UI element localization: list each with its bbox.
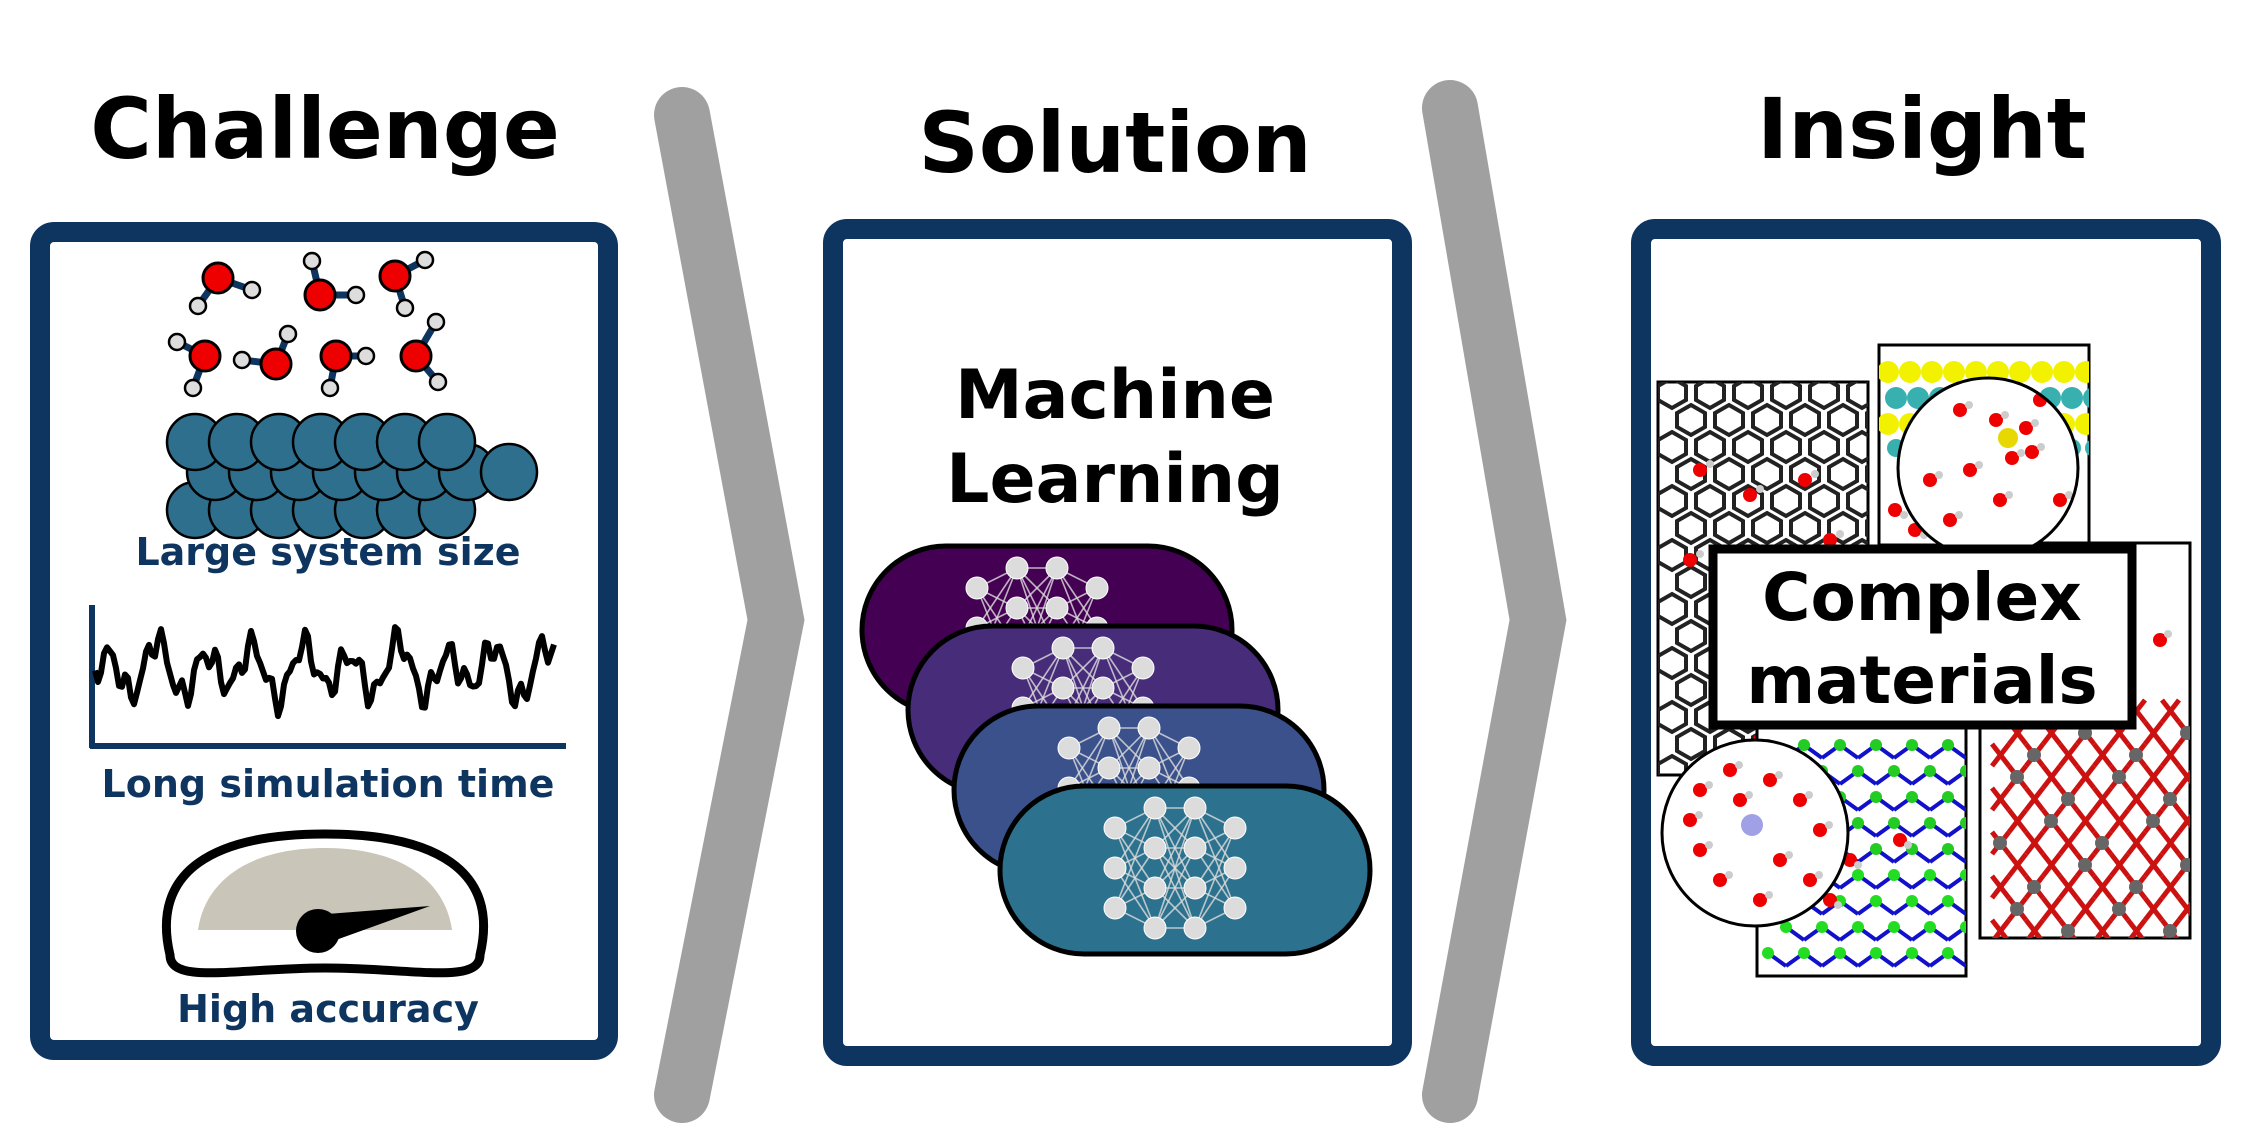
water-molecule-icon bbox=[378, 250, 435, 318]
complex-materials-box bbox=[1708, 544, 2137, 730]
water-molecule-icon bbox=[167, 332, 222, 398]
solvated-ion-circle-2 bbox=[1660, 738, 1850, 928]
challenge-panel: Challenge Large system size Long simulat… bbox=[30, 80, 618, 1060]
water-molecule-icon bbox=[232, 324, 298, 381]
solvated-ion-circle-1 bbox=[1896, 376, 2080, 560]
arrow-chevron-1 bbox=[654, 87, 805, 1123]
water-molecule-icon bbox=[399, 312, 448, 392]
solution-panel: Solution Machine Learning bbox=[823, 94, 1412, 1066]
water-molecule-icon bbox=[319, 339, 376, 398]
water-molecule-icon bbox=[188, 261, 262, 316]
insight-panel: Insight bbox=[1631, 80, 2221, 1066]
water-molecule-icon bbox=[302, 251, 366, 312]
trajectory-signal-icon bbox=[89, 605, 566, 749]
neural-network-stack bbox=[859, 543, 1373, 957]
insight-label-line-1: Complex bbox=[1762, 559, 2082, 636]
atom bbox=[479, 442, 539, 502]
solution-label-line-1: Machine bbox=[955, 356, 1275, 435]
atom-slab-icon bbox=[165, 412, 539, 540]
gauge-icon bbox=[161, 829, 489, 978]
water-molecules bbox=[167, 250, 448, 398]
caption-high-accuracy: High accuracy bbox=[177, 987, 479, 1031]
neural-network-icon bbox=[997, 783, 1373, 957]
arrow-chevron-2 bbox=[1422, 80, 1567, 1123]
solution-title: Solution bbox=[918, 94, 1311, 192]
solution-label-line-2: Learning bbox=[946, 440, 1284, 519]
insight-label-line-2: materials bbox=[1746, 642, 2097, 719]
challenge-title: Challenge bbox=[90, 80, 560, 178]
atom bbox=[417, 412, 477, 472]
insight-title: Insight bbox=[1757, 80, 2087, 178]
caption-large-system-size: Large system size bbox=[135, 530, 520, 574]
caption-long-simulation-time: Long simulation time bbox=[102, 762, 555, 806]
